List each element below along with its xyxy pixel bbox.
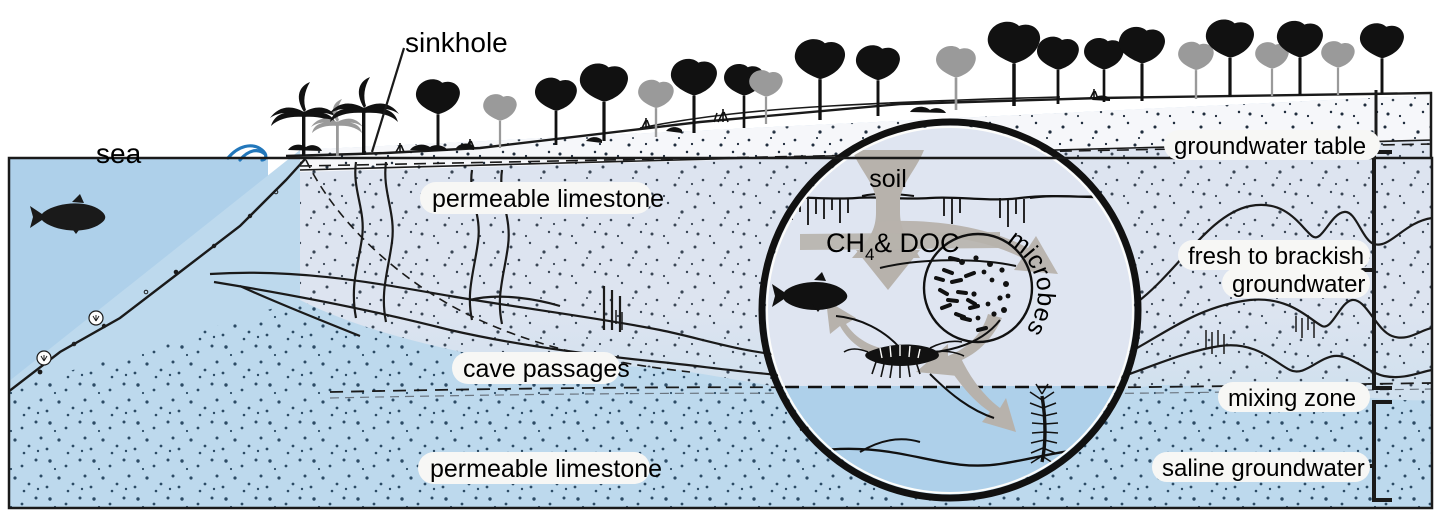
label-halo-fresh-line2 — [1222, 268, 1370, 298]
inset-food-web-lines — [835, 259, 1017, 419]
land-surface-line — [285, 91, 1433, 158]
label-halo-fresh-line1 — [1178, 240, 1370, 270]
label-mixing-zone: mixing zone — [1228, 385, 1356, 412]
sinkhole-conduit — [352, 161, 394, 323]
ch4-rest-text: & DOC — [874, 228, 960, 258]
tree — [1178, 41, 1214, 99]
label-cave-passages: cave passages — [463, 355, 630, 383]
soil-funnel-arrow — [852, 150, 924, 258]
label-halo-saline-groundwater — [1152, 452, 1370, 482]
inset-ch4-doc-label: CH 4 & DOC — [826, 228, 960, 264]
tree — [936, 45, 976, 110]
remipede-icon — [1029, 383, 1059, 464]
amphipod-shrimp-icon — [843, 340, 965, 379]
label-permeable-limestone-lower: permeable limestone — [430, 455, 662, 483]
label-sea: sea — [96, 138, 142, 169]
inset-cave-fish-icon — [772, 272, 848, 312]
tree — [579, 63, 629, 141]
soil-down-arrowhead — [856, 250, 920, 290]
microbe-dots-and-rods — [934, 255, 1011, 332]
palm-tree — [270, 82, 338, 156]
microbes-to-shrimp-arrow — [916, 314, 1002, 376]
label-fresh-to-brackish-line1: fresh to brackish — [1188, 243, 1364, 270]
tree — [638, 79, 674, 137]
label-sinkhole: sinkhole — [405, 27, 508, 58]
sea-floor-rock-contact — [8, 157, 307, 393]
microbe-cluster-circle — [922, 232, 1034, 344]
shrimp-to-remipede-arrow — [944, 356, 1016, 432]
tree — [794, 39, 846, 120]
label-halo-groundwater-table — [1164, 130, 1380, 160]
tree — [749, 70, 783, 124]
tree — [1359, 23, 1404, 94]
tree — [1036, 36, 1079, 104]
inset-outer-ring — [758, 118, 1142, 502]
sinkhole-leader-line — [370, 47, 406, 153]
stalactite-ticks — [615, 310, 1315, 354]
label-layer: sinkhole sea permeable limestone cave pa… — [96, 27, 1380, 484]
label-permeable-limestone-upper: permeable limestone — [432, 185, 664, 213]
vegetation-layer — [270, 19, 1404, 156]
ground-surface — [285, 91, 1433, 158]
tree — [855, 45, 900, 116]
sea-floor-debris — [36, 189, 279, 375]
surface-shrubs — [395, 89, 1099, 153]
tree — [534, 77, 577, 145]
tree — [1255, 42, 1289, 96]
tree — [1205, 19, 1255, 97]
label-halo-permeable-upper — [420, 182, 652, 214]
sea-fish-icon — [30, 194, 106, 234]
saline-groundwater-bracket — [1372, 400, 1392, 502]
tree — [987, 21, 1041, 106]
shrimp-to-fish-arrow — [826, 300, 906, 361]
label-groundwater-table: groundwater table — [1174, 133, 1366, 160]
label-halo-cave-passages — [452, 352, 620, 384]
label-saline-groundwater: saline groundwater — [1162, 455, 1365, 482]
tree — [415, 79, 460, 150]
saline-stipple — [8, 300, 1432, 508]
label-halo-mixing-zone — [1218, 382, 1370, 412]
surface-bushes — [288, 95, 1110, 151]
ch4-main-text: CH — [826, 228, 865, 258]
label-halo-permeable-lower — [418, 452, 650, 484]
tree — [670, 58, 717, 133]
diagram-frame-lower — [7, 156, 1434, 510]
tree — [1276, 20, 1323, 95]
ch4-subscript-text: 4 — [865, 245, 874, 264]
surface-hummock — [639, 96, 1061, 129]
tree-row — [415, 19, 1404, 150]
inset-soil-label: soil — [869, 165, 907, 193]
tree — [483, 94, 517, 148]
tree — [1084, 37, 1124, 102]
tree — [1118, 26, 1165, 101]
palm-tree — [329, 77, 399, 155]
tree — [1321, 41, 1355, 95]
label-fresh-to-brackish-line2: groundwater — [1232, 271, 1365, 298]
